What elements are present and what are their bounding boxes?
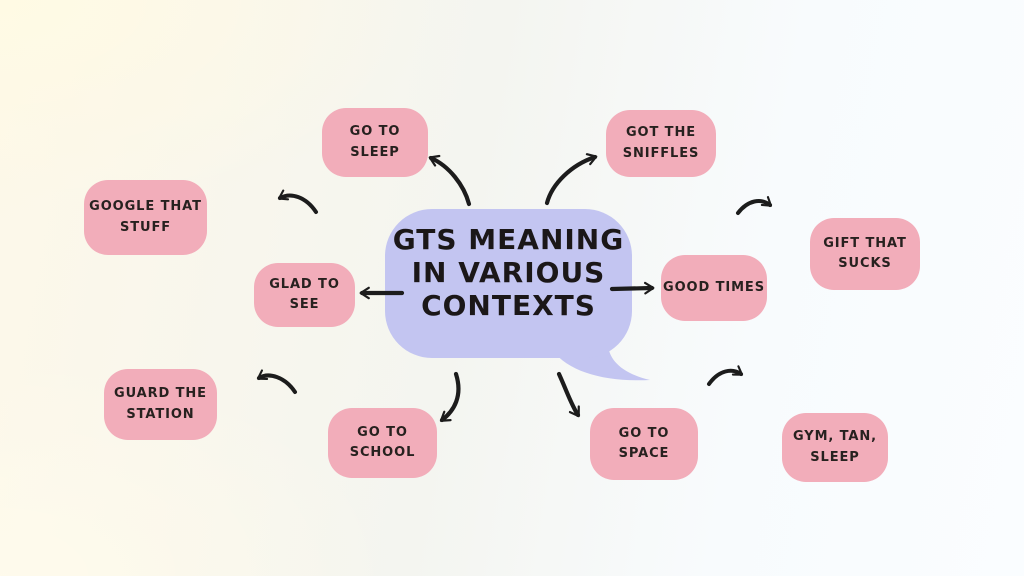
node-guard-the-station-label: GUARD THE STATION (114, 386, 207, 422)
arrow-guard-the-station (256, 369, 297, 394)
node-google-that-stuff-label: GOOGLE THAT STUFF (89, 199, 202, 235)
node-good-times-label: GOOD TIMES (663, 279, 765, 295)
arrow-go-to-sleep (428, 154, 472, 207)
node-go-to-sleep-label: GO TO SLEEP (349, 124, 401, 160)
node-gym-tan-sleep-label: GYM, TAN, SLEEP (792, 429, 878, 465)
node-go-to-space: GO TO SPACE (590, 408, 698, 480)
node-gift-that-sucks-label: GIFT THAT SUCKS (823, 235, 907, 271)
arrow-google-that-stuff (277, 189, 318, 214)
node-glad-to-see-label: GLAD TO SEE (269, 276, 340, 312)
node-go-to-space-label: GO TO SPACE (618, 425, 670, 461)
node-go-to-school-label: GO TO SCHOOL (349, 424, 416, 460)
node-good-times: GOOD TIMES (661, 255, 767, 321)
center-topic-bubble (385, 209, 650, 381)
node-go-to-school: GO TO SCHOOL (328, 408, 437, 478)
node-gift-that-sucks: GIFT THAT SUCKS (810, 218, 920, 290)
node-gym-tan-sleep: GYM, TAN, SLEEP (782, 413, 888, 482)
arrow-good-times (609, 281, 655, 295)
arrow-gym-tan-sleep (707, 365, 744, 386)
arrow-got-the-sniffles (544, 153, 598, 206)
node-go-to-sleep: GO TO SLEEP (322, 108, 428, 177)
arrow-go-to-space (556, 371, 581, 418)
center-topic-label: GTS MEANING IN VARIOUS CONTEXTS (392, 223, 625, 322)
speech-bubble-body (385, 209, 632, 358)
node-got-the-sniffles: GOT THE SNIFFLES (606, 110, 716, 177)
node-guard-the-station: GUARD THE STATION (104, 369, 217, 440)
arrow-gift-that-sucks (736, 196, 773, 215)
node-google-that-stuff: GOOGLE THAT STUFF (84, 180, 207, 255)
node-glad-to-see: GLAD TO SEE (254, 263, 355, 327)
node-got-the-sniffles-label: GOT THE SNIFFLES (622, 125, 700, 161)
arrow-go-to-school (439, 371, 461, 423)
